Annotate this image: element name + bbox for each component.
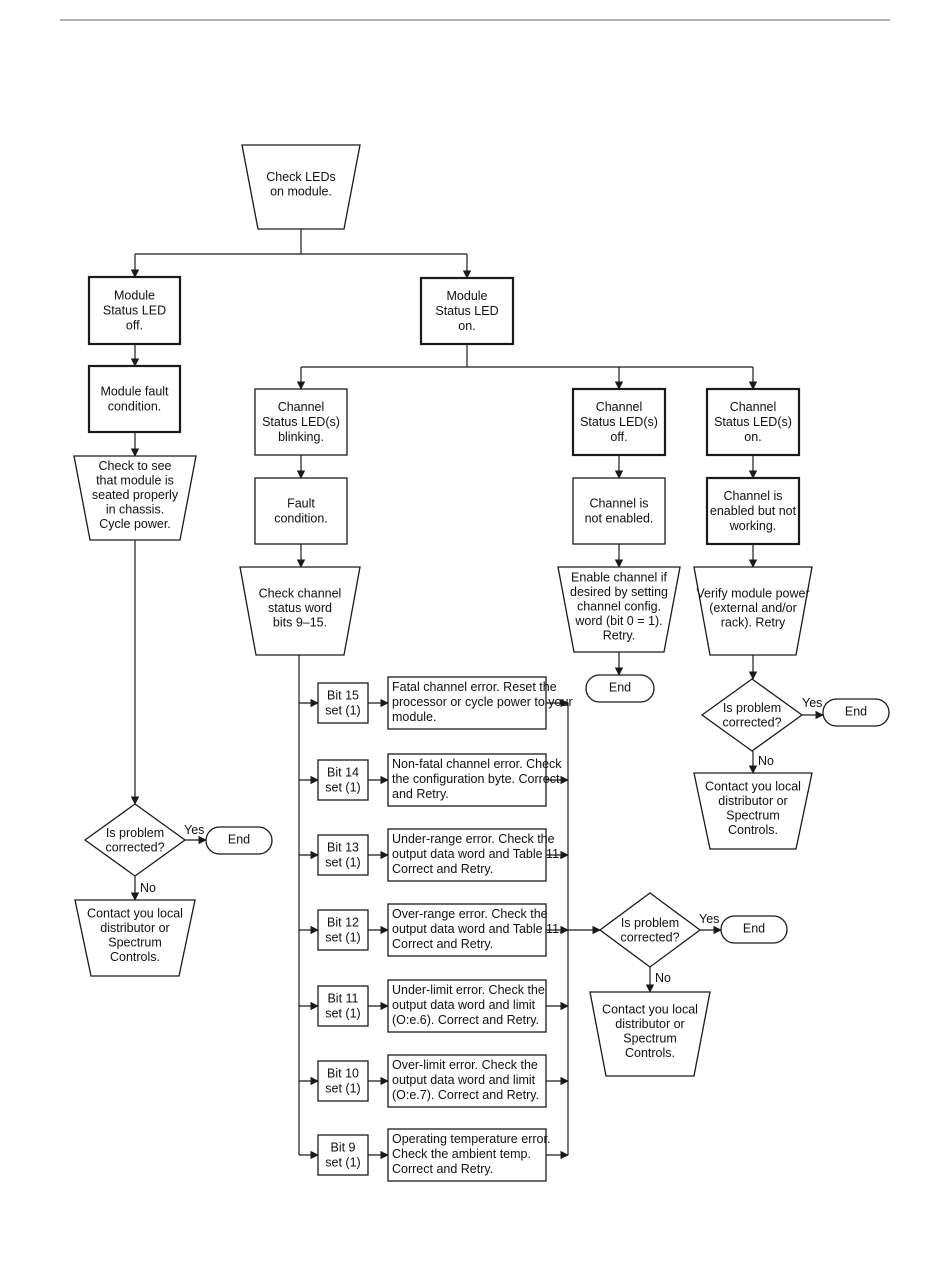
node-end-center-terminal bbox=[720, 915, 788, 944]
node-end-center-label: End bbox=[743, 922, 765, 936]
node-end-right-label: End bbox=[845, 705, 867, 719]
flowchart-connectors bbox=[130, 229, 824, 1160]
node-end-left-terminal bbox=[205, 826, 273, 855]
bit13-box bbox=[317, 834, 369, 876]
node-contact-center-trapezoid bbox=[589, 991, 711, 1077]
label-yes-left: Yes bbox=[184, 823, 204, 837]
node-decision-left-diamond bbox=[83, 803, 187, 877]
bit14-description-box bbox=[387, 753, 547, 807]
label-yes-center: Yes bbox=[699, 912, 719, 926]
bit9-box bbox=[317, 1134, 369, 1176]
node-csl-on-box bbox=[705, 387, 801, 457]
bit11-description-box bbox=[387, 979, 547, 1033]
bit14-box bbox=[317, 759, 369, 801]
node-check-leds-trapezoid bbox=[241, 144, 361, 230]
node-enable-channel-trapezoid bbox=[557, 566, 681, 653]
node-check-status-word-trapezoid bbox=[239, 566, 361, 656]
node-check-seated-trapezoid bbox=[73, 455, 197, 541]
bit9-description: Operating temperature error.Check the am… bbox=[392, 1132, 550, 1176]
node-msl-off-box bbox=[87, 275, 182, 346]
label-no-right: No bbox=[758, 754, 774, 768]
node-decision-right-diamond bbox=[700, 678, 804, 752]
bit11-box bbox=[317, 985, 369, 1027]
node-fault-cond-box bbox=[254, 477, 348, 545]
node-csl-blinking-box bbox=[254, 388, 348, 456]
bit10-box bbox=[317, 1060, 369, 1102]
node-end-right-terminal bbox=[822, 698, 890, 727]
node-not-enabled-box bbox=[572, 477, 666, 545]
label-no-center: No bbox=[655, 971, 671, 985]
node-end-middle-terminal bbox=[585, 674, 655, 703]
label-no-left: No bbox=[140, 881, 156, 895]
bit15-box bbox=[317, 682, 369, 724]
node-contact-right-trapezoid bbox=[693, 772, 813, 850]
node-end-middle-label: End bbox=[609, 681, 631, 695]
node-msl-on-box bbox=[419, 276, 515, 346]
node-decision-center-diamond bbox=[598, 892, 702, 968]
bit10-description-box bbox=[387, 1054, 547, 1108]
bit15-description-box bbox=[387, 676, 547, 730]
bit12-box bbox=[317, 909, 369, 951]
node-enabled-not-working-box bbox=[705, 476, 801, 546]
node-end-left-label: End bbox=[228, 833, 250, 847]
bit12-description-box bbox=[387, 903, 547, 957]
node-csl-off-box bbox=[571, 387, 667, 457]
node-verify-power-trapezoid bbox=[693, 566, 813, 656]
node-module-fault-box bbox=[87, 364, 182, 434]
label-yes-right: Yes bbox=[802, 696, 822, 710]
node-contact-left-trapezoid bbox=[74, 899, 196, 977]
bit13-description-box bbox=[387, 828, 547, 882]
bit9-description-box bbox=[387, 1128, 547, 1182]
